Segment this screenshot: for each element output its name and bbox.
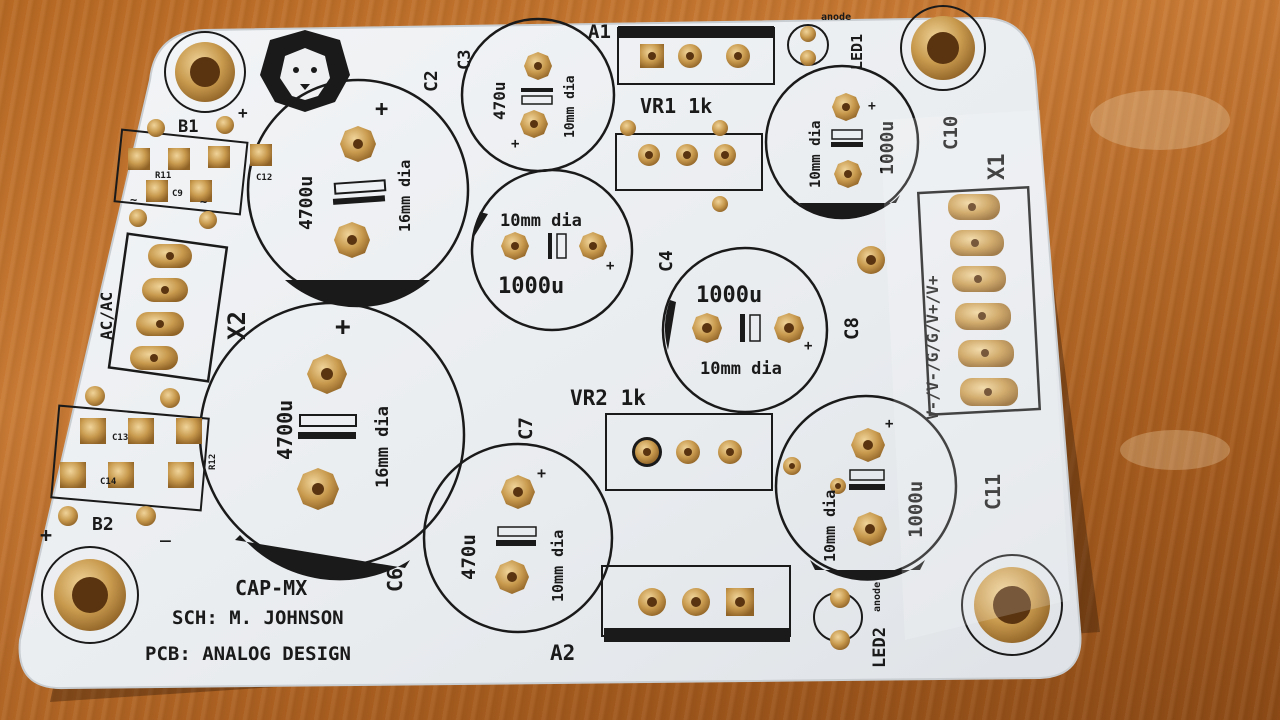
label-x1: X1	[985, 154, 1010, 181]
bridge-b1-footprint	[113, 116, 272, 229]
capacitor-c2-footprint	[246, 78, 470, 308]
label-a2: A2	[550, 641, 575, 665]
capacitor-c2-diameter: 16mm dia	[396, 160, 414, 232]
label-c3: C3	[455, 50, 475, 70]
regulator-a1-footprint	[617, 26, 775, 85]
pcb-board	[18, 16, 1082, 690]
capacitor-c10-diameter: 10mm dia	[808, 121, 824, 188]
label-vr2: VR2 1k	[570, 386, 646, 410]
label-c11: C11	[981, 474, 1005, 510]
connector-x2-pinout: AC/AC	[97, 292, 116, 340]
capacitor-plus-label: +	[335, 312, 351, 342]
label-c2: C2	[421, 70, 442, 92]
capacitor-c11-diameter: 10mm dia	[821, 490, 839, 562]
label-r11: R11	[155, 171, 171, 181]
connector-x1-footprint	[857, 185, 1042, 417]
label-led2: LED2	[870, 627, 890, 668]
bridge-ac-label: ~	[200, 195, 207, 209]
capacitor-plus-label: +	[511, 136, 519, 152]
wood-knot	[1120, 430, 1230, 470]
label-anode: anode	[872, 582, 883, 612]
bridge-plus-label: +	[40, 523, 52, 547]
credit-pcb: PCB: ANALOG DESIGN	[145, 643, 351, 665]
mounting-hole	[961, 554, 1063, 656]
capacitor-plus-label: +	[606, 258, 614, 274]
capacitor-c4-diameter: 10mm dia	[500, 211, 582, 231]
capacitor-c10-value: 1000u	[877, 121, 898, 175]
glare	[880, 110, 1070, 640]
label-x2: X2	[223, 311, 251, 340]
bridge-ac-label: ~	[130, 193, 137, 207]
capacitor-c4-value: 1000u	[498, 274, 564, 299]
mounting-hole	[164, 31, 246, 113]
label-anode: anode	[821, 12, 851, 23]
mounting-hole	[900, 5, 986, 91]
label-led1: LED1	[848, 34, 866, 70]
capacitor-c3-diameter: 10mm dia	[563, 75, 578, 138]
capacitor-c8-footprint	[661, 246, 829, 414]
bridge-b2-footprint	[50, 386, 210, 526]
label-c14: C14	[100, 477, 117, 487]
connector-x2-footprint	[107, 232, 229, 383]
label-r12: R12	[208, 454, 218, 470]
label-b1: B1	[178, 117, 198, 137]
capacitor-c4-footprint	[470, 168, 634, 332]
connector-x1-pinout: V-/V-/G/G/V+/V+	[923, 275, 942, 420]
capacitor-c6-value: 4700u	[273, 400, 297, 460]
capacitor-plus-label: +	[537, 464, 546, 482]
bridge-plus-label: +	[238, 103, 248, 122]
capacitor-plus-label: +	[868, 99, 876, 114]
led2-footprint	[813, 588, 863, 650]
credit-schematic: SCH: M. JOHNSON	[172, 607, 344, 629]
label-c10: C10	[940, 116, 962, 150]
bridge-minus-label: _	[160, 522, 171, 543]
label-c7: C7	[515, 417, 537, 440]
capacitor-plus-label: +	[885, 416, 893, 432]
label-c4: C4	[656, 250, 677, 272]
label-c6: C6	[383, 568, 407, 592]
capacitor-plus-label: +	[804, 338, 812, 354]
capacitor-c3-value: 470u	[490, 81, 509, 120]
capacitor-c7-footprint	[422, 442, 614, 634]
capacitor-c11-footprint	[774, 394, 958, 581]
mounting-hole	[41, 546, 139, 644]
label-c12: C12	[256, 173, 272, 183]
capacitor-c7-value: 470u	[458, 534, 480, 580]
capacitor-plus-label: +	[375, 97, 388, 122]
capacitor-c10-footprint	[764, 64, 920, 220]
led1-footprint	[787, 24, 829, 66]
capacitor-c11-value: 1000u	[905, 481, 927, 538]
capacitor-c7-diameter: 10mm dia	[549, 530, 567, 602]
trimmer-vr1-footprint	[615, 120, 763, 212]
wood-knot	[1090, 90, 1230, 150]
capacitor-c6-diameter: 16mm dia	[373, 406, 393, 488]
capacitor-c8-value: 1000u	[696, 283, 762, 308]
capacitor-c2-value: 4700u	[296, 176, 317, 230]
regulator-a2-footprint	[601, 565, 791, 642]
label-c13: C13	[112, 433, 128, 443]
label-a1: A1	[588, 21, 611, 43]
capacitor-c8-diameter: 10mm dia	[700, 359, 782, 379]
board-name: CAP-MX	[235, 576, 307, 600]
label-b2: B2	[92, 514, 114, 535]
trimmer-vr2-footprint	[605, 413, 773, 491]
label-c8: C8	[841, 317, 863, 340]
label-c9: C9	[172, 189, 183, 199]
label-vr1: VR1 1k	[640, 94, 712, 118]
